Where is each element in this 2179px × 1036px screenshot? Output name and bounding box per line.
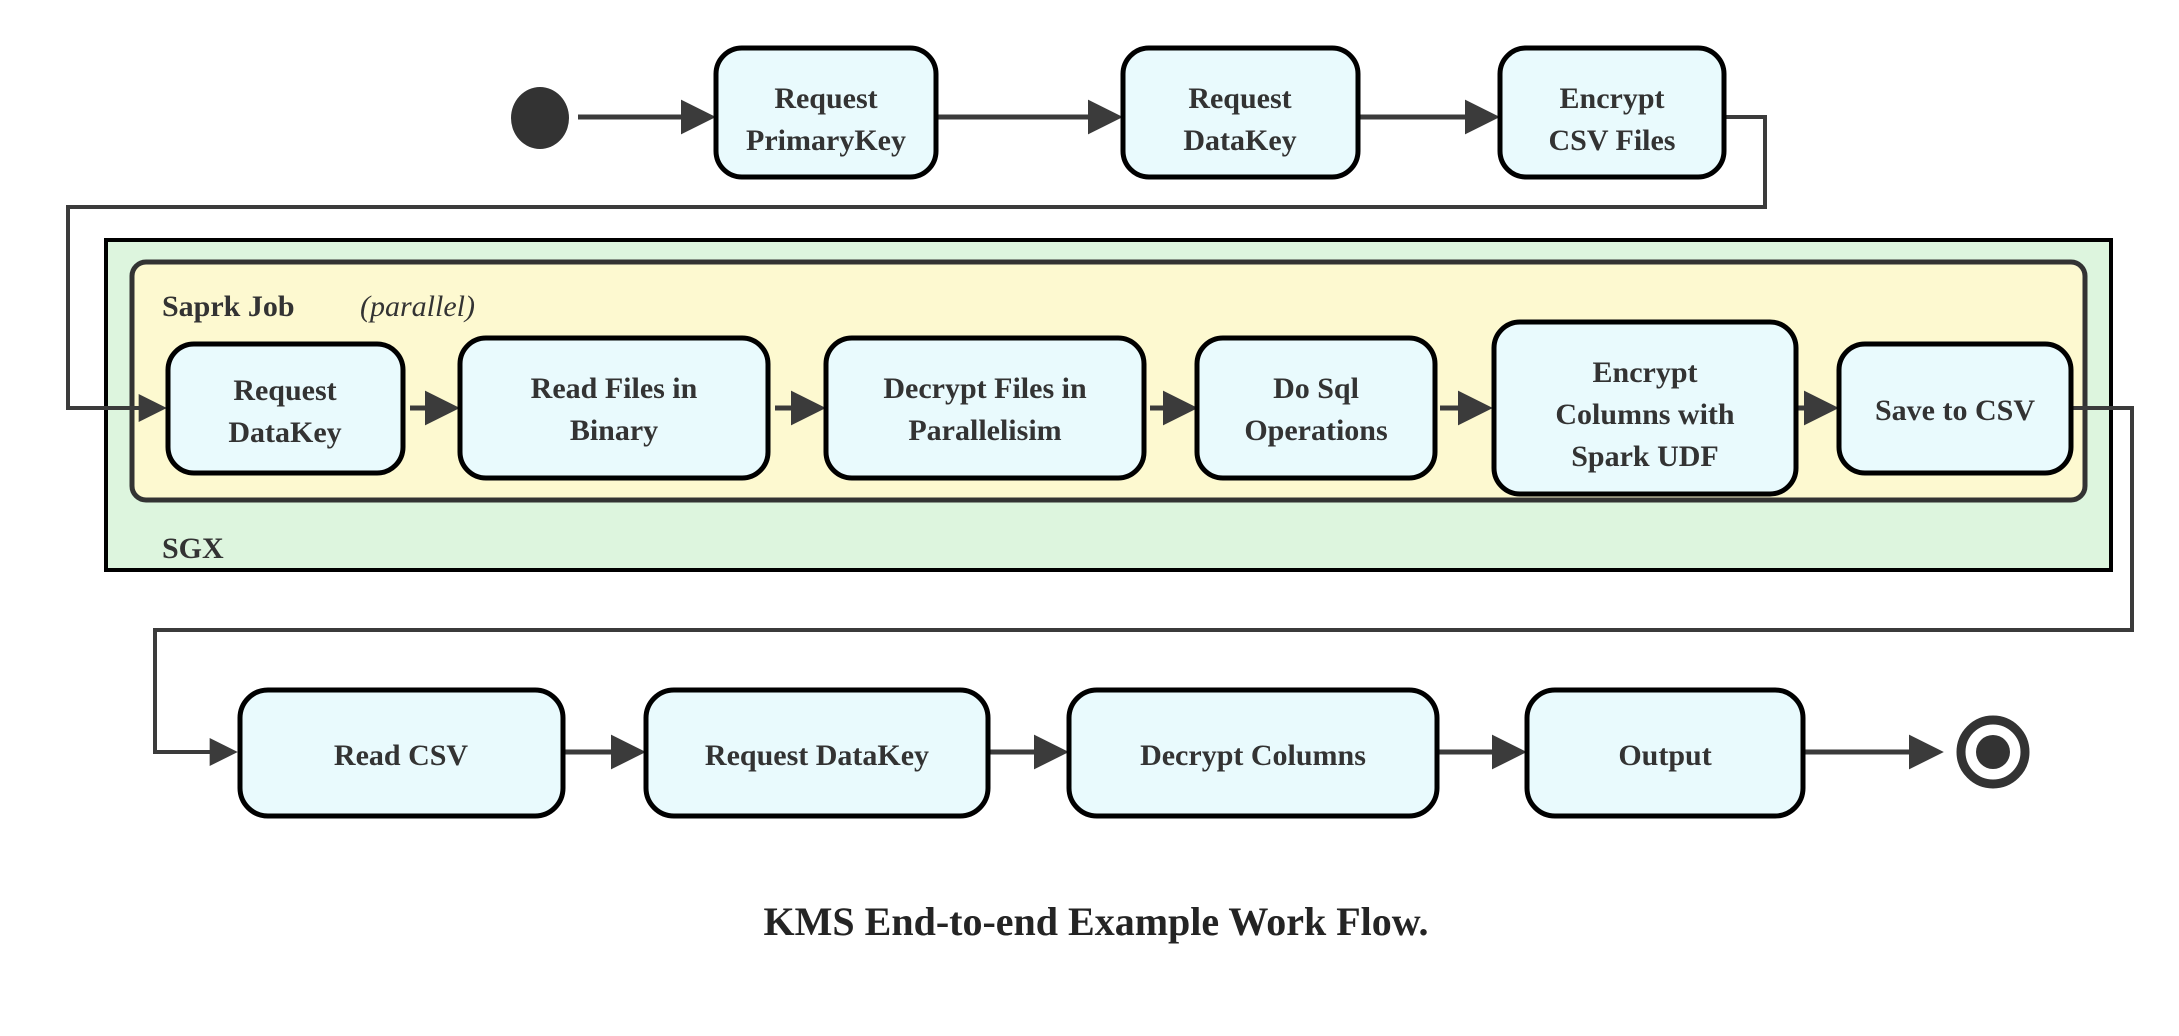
node-request-datakey-spark-line2: DataKey <box>228 416 341 449</box>
figure-caption: KMS End-to-end Example Work Flow. <box>764 899 1429 944</box>
node-encrypt-csv-files[interactable]: Encrypt CSV Files <box>1497 45 1727 180</box>
node-decrypt-files-in-parallelisim-line2: Parallelisim <box>908 414 1061 447</box>
node-do-sql-operations-line2: Operations <box>1244 414 1387 447</box>
node-request-primarykey-line1: Request <box>774 82 877 115</box>
edge-encrypt-csv-to-spark-datakey <box>66 115 1767 422</box>
spark-job-label: Saprk Job <box>162 290 295 323</box>
node-encrypt-csv-files-line2: CSV Files <box>1549 124 1676 157</box>
node-request-datakey-top-line1: Request <box>1188 82 1291 115</box>
node-do-sql-operations-line1: Do Sql <box>1273 372 1359 405</box>
node-request-datakey-spark-line1: Request <box>233 374 336 407</box>
start-node-filled-circle <box>511 87 569 149</box>
node-decrypt-columns[interactable]: Decrypt Columns <box>1066 687 1440 819</box>
spark-annotation-close: ) <box>463 290 475 323</box>
node-decrypt-columns-label: Decrypt Columns <box>1140 739 1366 772</box>
node-encrypt-columns-line1: Encrypt <box>1593 356 1698 389</box>
edge-save-csv-to-read-csv <box>153 406 2134 766</box>
node-decrypt-files-in-parallelisim-line1: Decrypt Files in <box>883 372 1087 405</box>
node-read-files-in-binary[interactable]: Read Files in Binary <box>457 335 771 481</box>
node-request-primarykey[interactable]: Request PrimaryKey <box>713 45 939 180</box>
node-request-datakey-bottom[interactable]: Request DataKey <box>643 687 991 819</box>
node-encrypt-csv-files-line1: Encrypt <box>1560 82 1665 115</box>
spark-job-annotation: (parallel) <box>360 290 475 323</box>
node-request-datakey-spark[interactable]: Request DataKey <box>165 341 406 476</box>
node-encrypt-columns-line3: Spark UDF <box>1571 440 1719 473</box>
spark-annotation-text: parallel <box>368 290 465 323</box>
node-encrypt-columns-with-spark-udf[interactable]: Encrypt Columns with Spark UDF <box>1491 319 1799 497</box>
node-encrypt-columns-line2: Columns with <box>1555 398 1735 431</box>
node-do-sql-operations[interactable]: Do Sql Operations <box>1194 335 1438 481</box>
node-output[interactable]: Output <box>1524 687 1806 819</box>
spark-annotation-open: ( <box>360 290 372 323</box>
node-output-label: Output <box>1618 739 1711 772</box>
node-save-to-csv[interactable]: Save to CSV <box>1836 341 2074 476</box>
node-save-to-csv-label: Save to CSV <box>1875 394 2035 427</box>
node-decrypt-files-in-parallelisim[interactable]: Decrypt Files in Parallelisim <box>823 335 1147 481</box>
node-read-files-in-binary-line2: Binary <box>570 414 658 447</box>
node-request-primarykey-line2: PrimaryKey <box>746 124 906 157</box>
node-read-csv-label: Read CSV <box>334 739 469 772</box>
sgx-label: SGX <box>162 532 224 565</box>
node-read-files-in-binary-line1: Read Files in <box>531 372 698 405</box>
node-request-datakey-top-line2: DataKey <box>1183 124 1296 157</box>
node-request-datakey-top[interactable]: Request DataKey <box>1120 45 1361 180</box>
node-request-datakey-bottom-label: Request DataKey <box>705 739 929 772</box>
node-read-csv[interactable]: Read CSV <box>237 687 566 819</box>
end-node-double-circle <box>1956 715 2030 789</box>
